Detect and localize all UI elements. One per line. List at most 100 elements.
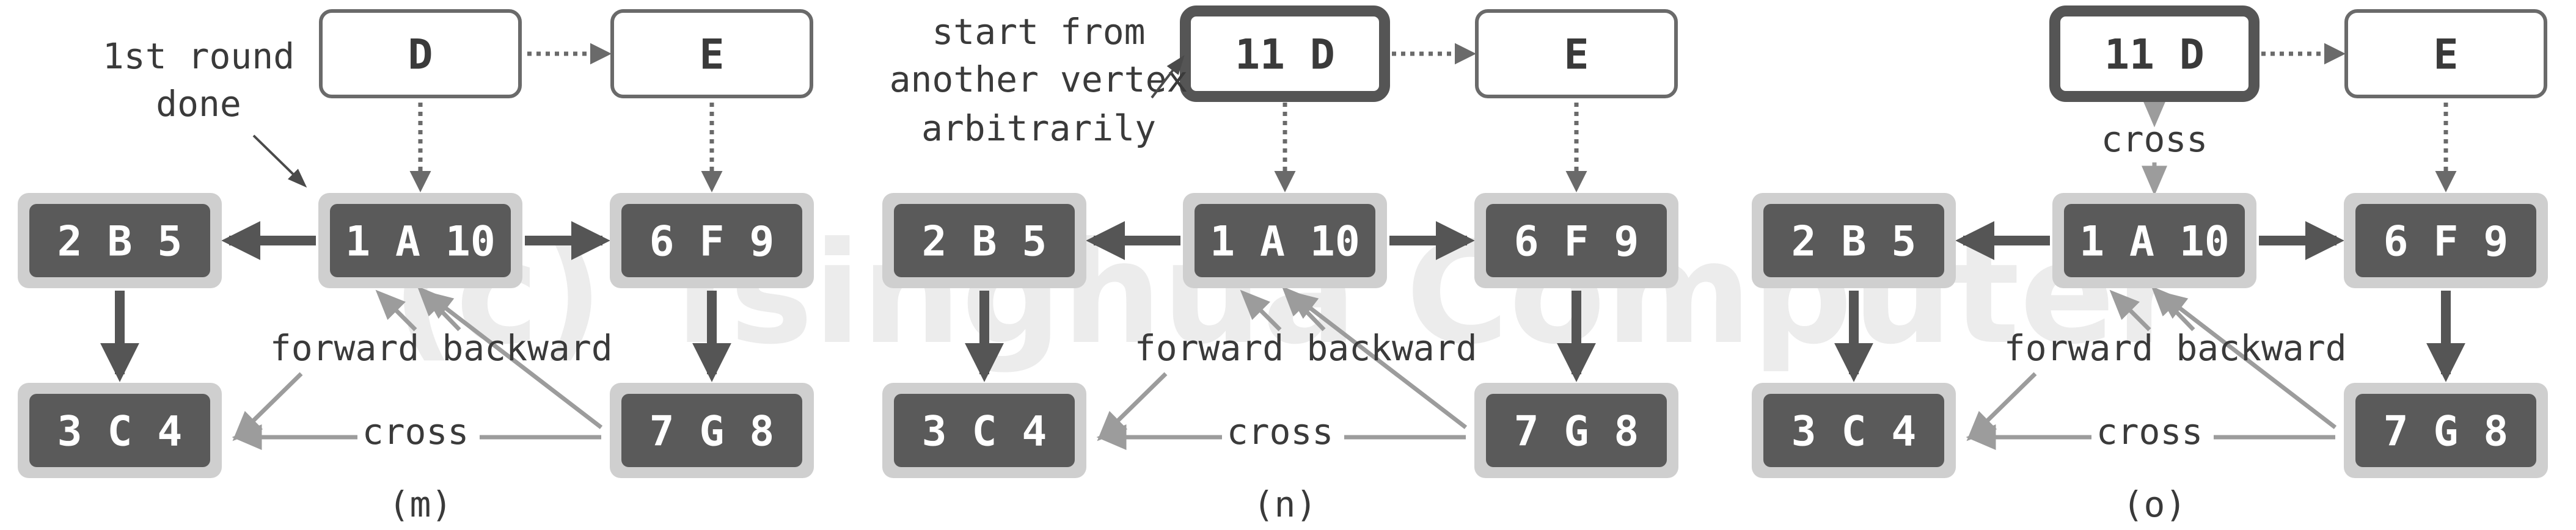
node-c-body xyxy=(29,394,210,467)
node-a-body xyxy=(1195,204,1375,277)
node-c: 3 C 4 xyxy=(1752,383,1956,478)
node-a-label: 1 A 10 xyxy=(345,218,496,266)
node-d-label: 11 D xyxy=(1235,31,1335,79)
node-c-body xyxy=(1763,394,1944,467)
edge-forward-a-c xyxy=(1097,372,1168,441)
label-cross: cross xyxy=(362,411,469,452)
edge-backward-tick xyxy=(1281,286,1326,332)
node-d: 11 D xyxy=(1180,5,1390,102)
node-b-label: 2 B 5 xyxy=(1791,218,1917,266)
node-a: 1 A 10 xyxy=(2052,193,2256,288)
node-a-label: 1 A 10 xyxy=(1210,218,1360,266)
node-a: 1 A 10 xyxy=(318,193,522,288)
label-backward: backward xyxy=(1306,327,1477,369)
node-e-label: E xyxy=(700,31,725,79)
node-f-label: 6 F 9 xyxy=(649,218,775,266)
edge-backward-tick xyxy=(2151,286,2195,332)
label-cross: cross xyxy=(1227,411,1334,452)
annotation-line-1: start from xyxy=(932,11,1145,53)
node-d: 11 D xyxy=(2049,5,2259,102)
node-f: 6 F 9 xyxy=(2344,193,2548,288)
node-e: E xyxy=(610,9,813,98)
edge-backward-g-a xyxy=(2156,290,2337,429)
node-c-body xyxy=(894,394,1075,467)
cross-label-bg xyxy=(1222,413,1344,449)
node-e-box xyxy=(610,9,813,98)
node-a-body xyxy=(2064,204,2245,277)
node-f-label: 6 F 9 xyxy=(1514,218,1639,266)
node-f: 6 F 9 xyxy=(1474,193,1678,288)
label-forward: forward xyxy=(1135,327,1284,369)
node-e-label: E xyxy=(1564,31,1589,79)
edge-forward-tick xyxy=(1240,289,1282,332)
node-b-body xyxy=(29,204,210,277)
node-d-box xyxy=(1180,5,1390,102)
node-g-body xyxy=(621,394,802,467)
node-g: 7 G 8 xyxy=(610,383,814,478)
edge-backward-g-a xyxy=(422,290,603,429)
node-g: 7 G 8 xyxy=(2344,383,2548,478)
node-b: 2 B 5 xyxy=(1752,193,1956,288)
label-backward: backward xyxy=(442,327,612,369)
node-f: 6 F 9 xyxy=(610,193,814,288)
cross-label-bg xyxy=(357,413,480,449)
node-e: E xyxy=(2344,9,2547,98)
node-c: 3 C 4 xyxy=(18,383,222,478)
node-a: 1 A 10 xyxy=(1183,193,1387,288)
node-d-box xyxy=(319,9,522,98)
node-c-label: 3 C 4 xyxy=(922,408,1047,456)
node-d-label: D xyxy=(408,31,433,79)
node-f-label: 6 F 9 xyxy=(2384,218,2509,266)
panel-o: 11 D E 1 A 10 2 B 5 6 F 9 3 C 4 7 G 8 forward ba… xyxy=(1752,5,2548,525)
edge-backward-tick xyxy=(417,286,461,332)
panel-n: 11 D E 1 A 10 2 B 5 6 F 9 3 C 4 7 G 8 forward ba… xyxy=(882,5,1678,525)
annotation-line-2: another vertex xyxy=(890,59,1188,100)
edge-forward-tick xyxy=(2109,289,2151,332)
node-c-label: 3 C 4 xyxy=(1791,408,1917,456)
edge-forward-tick xyxy=(375,289,417,332)
edge-forward-a-c xyxy=(1966,372,2037,441)
label-backward: backward xyxy=(2176,327,2346,369)
node-g-label: 7 G 8 xyxy=(2384,408,2509,456)
annotation-arrow xyxy=(252,134,307,188)
caption: (m) xyxy=(389,484,453,525)
node-d-box xyxy=(2049,5,2259,102)
label-forward: forward xyxy=(270,327,419,369)
node-b: 2 B 5 xyxy=(18,193,222,288)
node-d: D xyxy=(319,9,522,98)
node-c: 3 C 4 xyxy=(882,383,1086,478)
annotation-line-1: 1st round xyxy=(103,35,295,77)
panel-m: D E 1 A 10 2 B 5 6 F 9 3 C 4 7 G 8 forward backw… xyxy=(18,9,814,525)
node-e: E xyxy=(1475,9,1678,98)
node-b-body xyxy=(894,204,1075,277)
node-f-body xyxy=(2355,204,2536,277)
node-g-label: 7 G 8 xyxy=(1514,408,1639,456)
annotation-arrow xyxy=(1151,55,1185,99)
node-g-body xyxy=(1486,394,1667,467)
annotation-line-3: arbitrarily xyxy=(921,107,1156,149)
node-c-label: 3 C 4 xyxy=(57,408,183,456)
node-a-body xyxy=(330,204,511,277)
node-e-box xyxy=(1475,9,1678,98)
node-e-box xyxy=(2344,9,2547,98)
node-b: 2 B 5 xyxy=(882,193,1086,288)
node-d-label: 11 D xyxy=(2104,31,2205,79)
node-g-body xyxy=(2355,394,2536,467)
node-g-label: 7 G 8 xyxy=(649,408,775,456)
node-a-label: 1 A 10 xyxy=(2079,218,2230,266)
label-cross-d-a: cross xyxy=(2101,118,2208,160)
edge-backward-g-a xyxy=(1287,290,1468,429)
node-e-label: E xyxy=(2434,31,2459,79)
node-f-body xyxy=(621,204,802,277)
node-b-body xyxy=(1763,204,1944,277)
label-cross: cross xyxy=(2096,411,2203,452)
node-b-label: 2 B 5 xyxy=(922,218,1047,266)
annotation-line-2: done xyxy=(156,83,241,125)
edge-forward-a-c xyxy=(232,372,303,441)
caption: (n) xyxy=(1253,484,1317,525)
node-g: 7 G 8 xyxy=(1474,383,1678,478)
cross-label-bg xyxy=(2091,413,2214,449)
caption: (o) xyxy=(2123,484,2187,525)
label-forward: forward xyxy=(2004,327,2153,369)
